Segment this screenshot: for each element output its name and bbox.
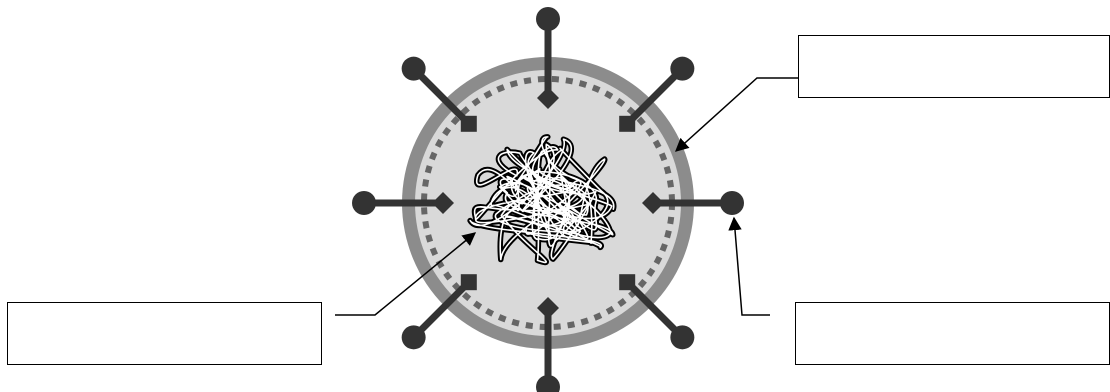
label-box-top-right[interactable]: [798, 35, 1110, 98]
spike-knob: [670, 57, 694, 81]
spike-base-square: [461, 116, 477, 132]
spike-knob: [536, 7, 560, 31]
spike-knob: [536, 375, 560, 392]
spike-knob: [352, 191, 376, 215]
spike-base-square: [619, 274, 635, 290]
spike-knob: [720, 191, 744, 215]
label-box-bottom-left[interactable]: [7, 302, 322, 365]
spike-base-square: [619, 116, 635, 132]
spike-knob: [402, 57, 426, 81]
leader-line-bottom-right: [734, 218, 770, 315]
spike-knob: [402, 325, 426, 349]
label-box-bottom-right[interactable]: [795, 302, 1110, 365]
spike-base-square: [461, 274, 477, 290]
spike-knob: [670, 325, 694, 349]
leader-line-top-right: [676, 78, 798, 151]
